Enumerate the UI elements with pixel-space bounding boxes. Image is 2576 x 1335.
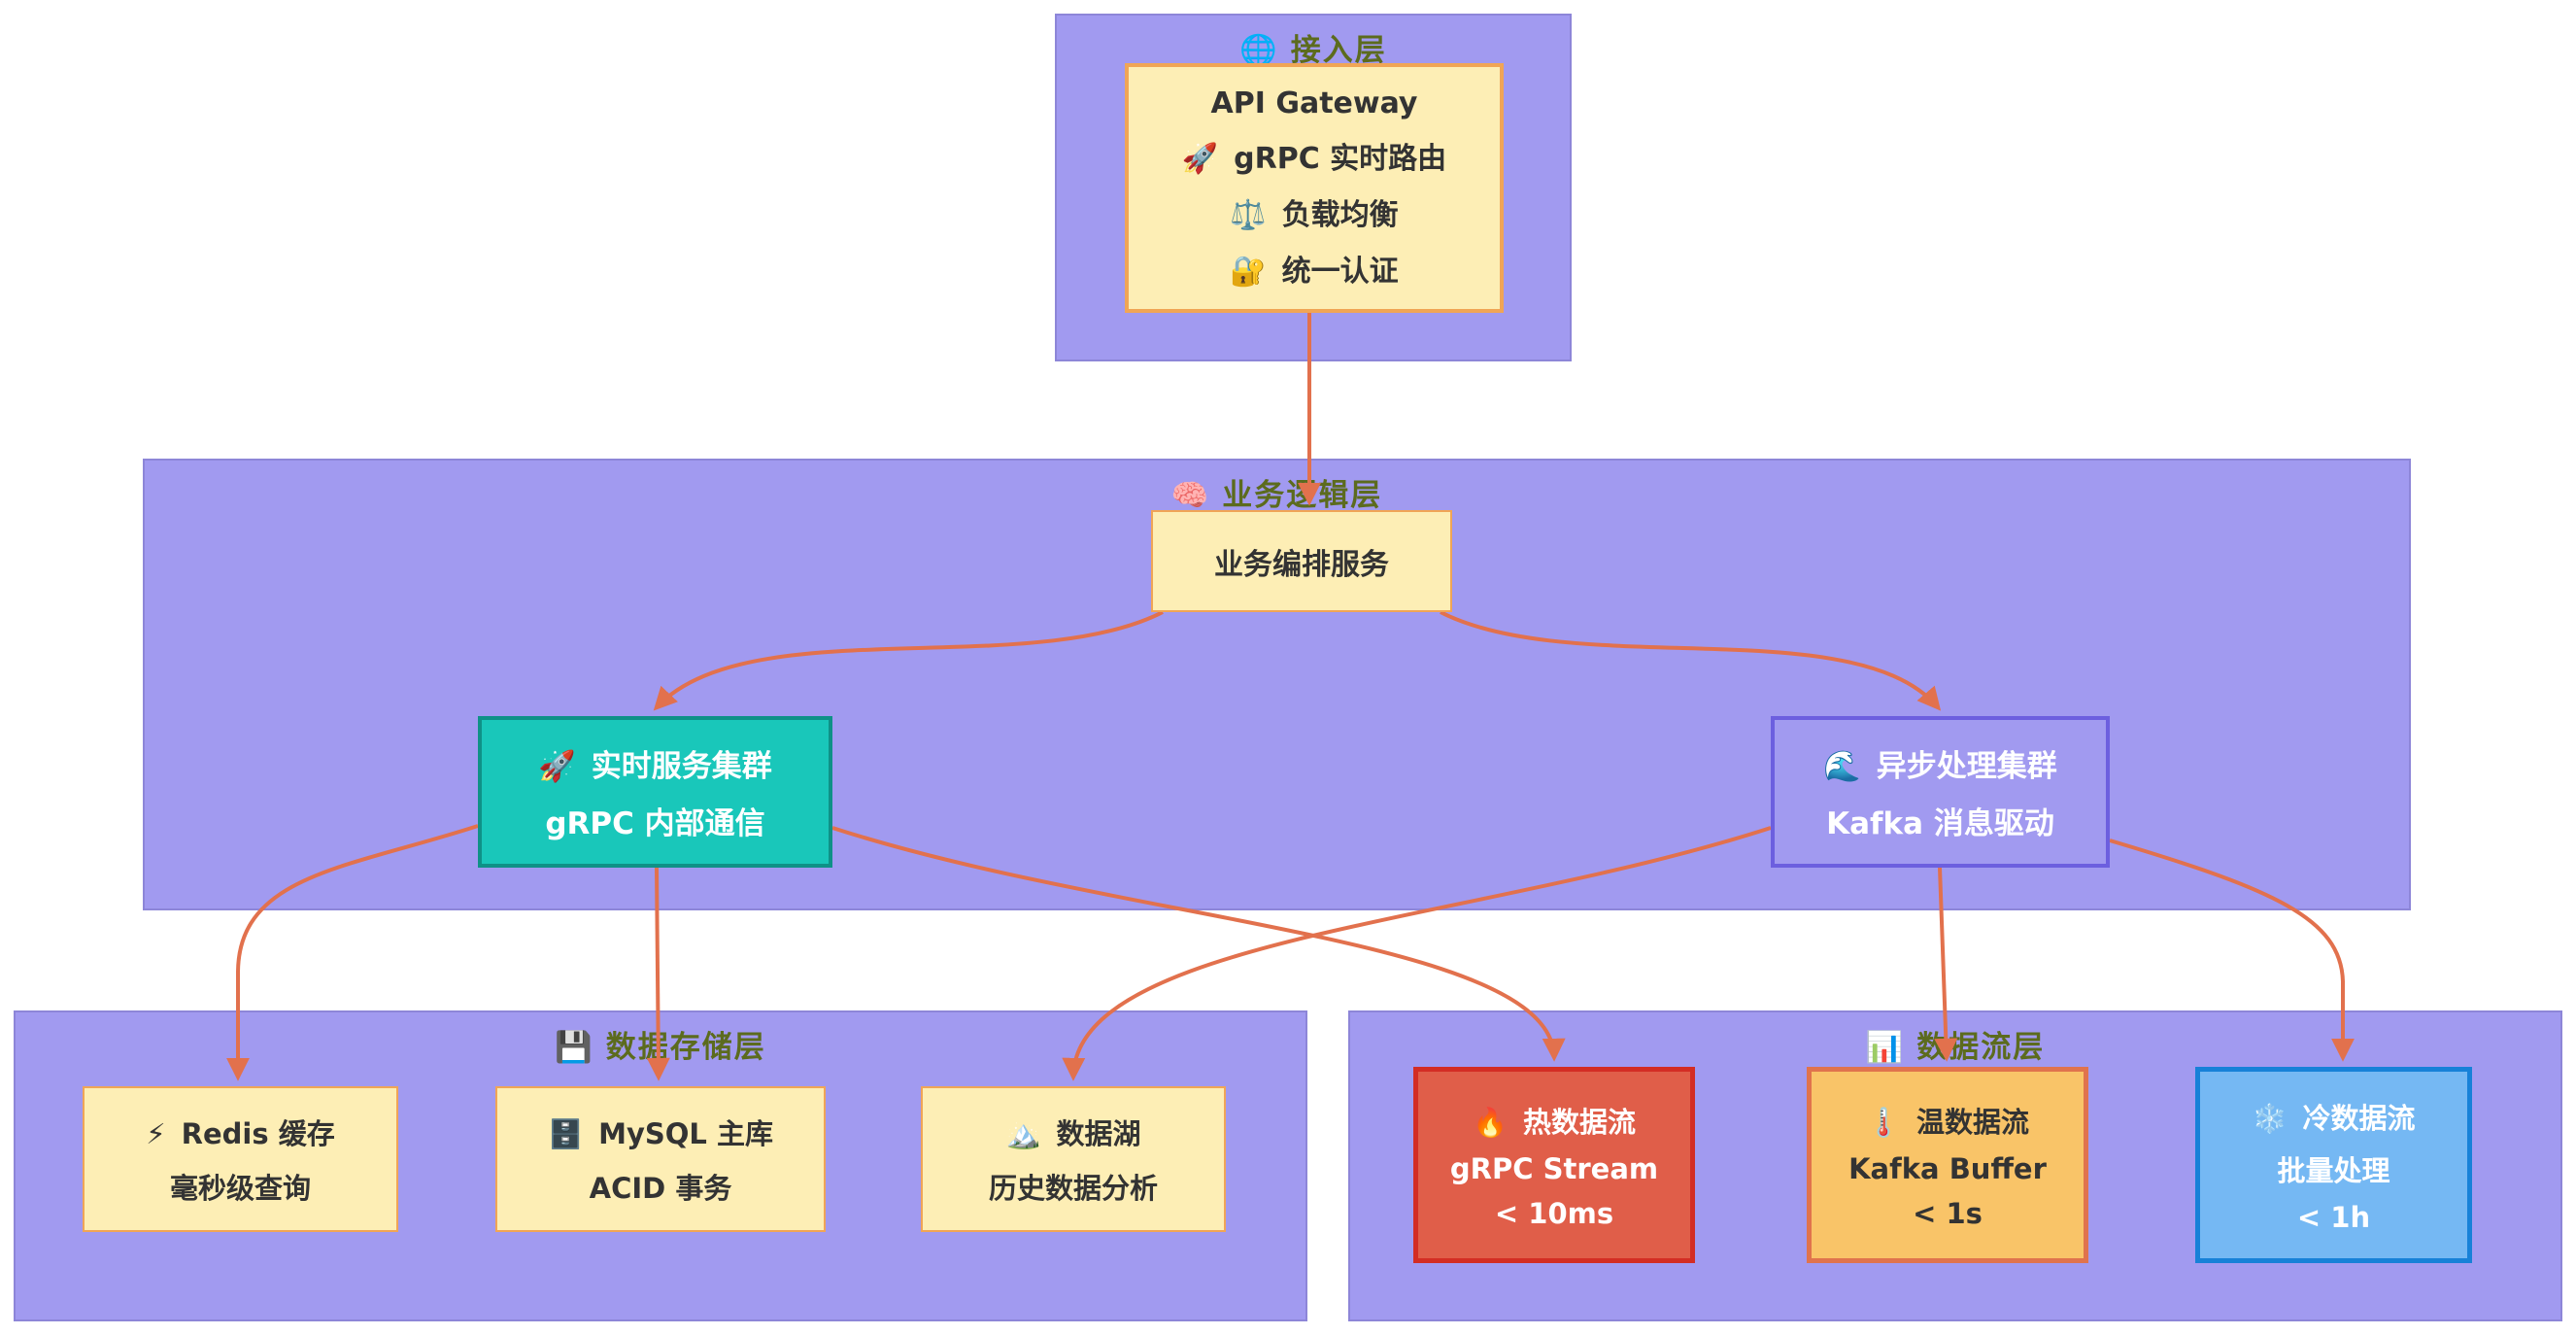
node-cold-title-text: 冷数据流 — [2302, 1102, 2416, 1135]
rocket-icon: 🚀 — [1181, 142, 1219, 176]
node-datalake-subtitle: 历史数据分析 — [988, 1172, 1158, 1205]
node-datalake-title: 🏔️ 数据湖 — [1005, 1112, 1140, 1152]
cluster-access-title: 接入层 — [1290, 33, 1387, 68]
feature-load-balancing-text: 负载均衡 — [1281, 198, 1399, 232]
node-api-gateway: API Gateway 🚀 gRPC 实时路由 ⚖️ 负载均衡 🔐 统一认证 — [1125, 63, 1504, 313]
node-async-subtitle: Kafka 消息驱动 — [1826, 806, 2054, 841]
node-mysql-primary: 🗄️ MySQL 主库 ACID 事务 — [495, 1086, 826, 1232]
feature-load-balancing: ⚖️ 负载均衡 — [1230, 190, 1398, 233]
node-hot-title: 🔥 热数据流 — [1473, 1100, 1636, 1141]
cluster-storage-label: 💾 数据存储层 — [16, 1022, 1305, 1066]
node-orchestration-title: 业务编排服务 — [1214, 547, 1389, 582]
node-datalake-title-text: 数据湖 — [1056, 1117, 1141, 1150]
snowflake-icon: ❄️ — [2252, 1102, 2288, 1135]
node-hot-line2: gRPC Stream — [1449, 1152, 1659, 1185]
lightning-icon: ⚡ — [146, 1117, 166, 1150]
globe-icon: 🌐 — [1239, 33, 1277, 68]
lock-with-key-icon: 🔐 — [1230, 255, 1267, 289]
node-mysql-title-text: MySQL 主库 — [598, 1117, 773, 1150]
thermometer-icon: 🌡️ — [1865, 1106, 1902, 1139]
feature-grpc-routing-text: gRPC 实时路由 — [1234, 142, 1447, 176]
node-warm-stream: 🌡️ 温数据流 Kafka Buffer < 1s — [1807, 1067, 2088, 1263]
cluster-logic-label: 🧠 业务逻辑层 — [145, 470, 2409, 514]
cluster-stream-label: 📊 数据流层 — [1350, 1022, 2560, 1066]
node-realtime-cluster: 🚀 实时服务集群 gRPC 内部通信 — [478, 716, 832, 868]
cluster-storage-title: 数据存储层 — [605, 1030, 766, 1065]
balance-scale-icon: ⚖️ — [1230, 198, 1267, 232]
node-redis-subtitle: 毫秒级查询 — [169, 1172, 311, 1205]
node-realtime-title: 🚀 实时服务集群 — [538, 741, 772, 785]
node-warm-title: 🌡️ 温数据流 — [1866, 1100, 2029, 1141]
feature-unified-auth-text: 统一认证 — [1281, 255, 1399, 289]
node-realtime-subtitle: gRPC 内部通信 — [545, 806, 765, 841]
bar-chart-icon: 📊 — [1865, 1030, 1904, 1065]
brain-icon: 🧠 — [1170, 478, 1209, 513]
node-cold-latency: < 1h — [2296, 1201, 2371, 1234]
node-orchestration-service: 业务编排服务 — [1151, 510, 1452, 612]
node-mysql-title: 🗄️ MySQL 主库 — [548, 1112, 773, 1152]
cluster-logic-title: 业务逻辑层 — [1222, 478, 1383, 513]
node-warm-title-text: 温数据流 — [1916, 1106, 2030, 1139]
node-redis-title: ⚡ Redis 缓存 — [146, 1112, 334, 1152]
node-async-cluster: 🌊 异步处理集群 Kafka 消息驱动 — [1771, 716, 2110, 868]
node-cold-stream: ❄️ 冷数据流 批量处理 < 1h — [2195, 1067, 2472, 1263]
node-async-title-text: 异步处理集群 — [1876, 749, 2057, 784]
node-api-gateway-title: API Gateway — [1210, 86, 1418, 120]
water-wave-icon: 🌊 — [1823, 749, 1861, 784]
fire-icon: 🔥 — [1472, 1106, 1508, 1139]
node-data-lake: 🏔️ 数据湖 历史数据分析 — [921, 1086, 1226, 1232]
file-cabinet-icon: 🗄️ — [548, 1117, 584, 1150]
feature-unified-auth: 🔐 统一认证 — [1230, 247, 1398, 290]
rocket-icon: 🚀 — [538, 749, 576, 784]
node-warm-latency: < 1s — [1913, 1197, 1983, 1230]
node-cold-line2: 批量处理 — [2277, 1154, 2390, 1187]
node-realtime-title-text: 实时服务集群 — [591, 749, 772, 784]
feature-grpc-routing: 🚀 gRPC 实时路由 — [1182, 134, 1446, 177]
cluster-access-label: 🌐 接入层 — [1057, 25, 1570, 69]
node-redis-cache: ⚡ Redis 缓存 毫秒级查询 — [83, 1086, 398, 1232]
node-mysql-subtitle: ACID 事务 — [589, 1172, 732, 1205]
node-warm-line2: Kafka Buffer — [1848, 1152, 2047, 1185]
node-hot-stream: 🔥 热数据流 gRPC Stream < 10ms — [1413, 1067, 1695, 1263]
node-hot-latency: < 10ms — [1494, 1197, 1614, 1230]
mountain-icon: 🏔️ — [1005, 1117, 1041, 1150]
node-cold-title: ❄️ 冷数据流 — [2252, 1096, 2415, 1137]
cluster-stream-title: 数据流层 — [1916, 1030, 2046, 1065]
node-hot-title-text: 热数据流 — [1523, 1106, 1637, 1139]
node-redis-title-text: Redis 缓存 — [181, 1117, 335, 1150]
floppy-disk-icon: 💾 — [555, 1030, 593, 1065]
node-async-title: 🌊 异步处理集群 — [1823, 741, 2057, 785]
